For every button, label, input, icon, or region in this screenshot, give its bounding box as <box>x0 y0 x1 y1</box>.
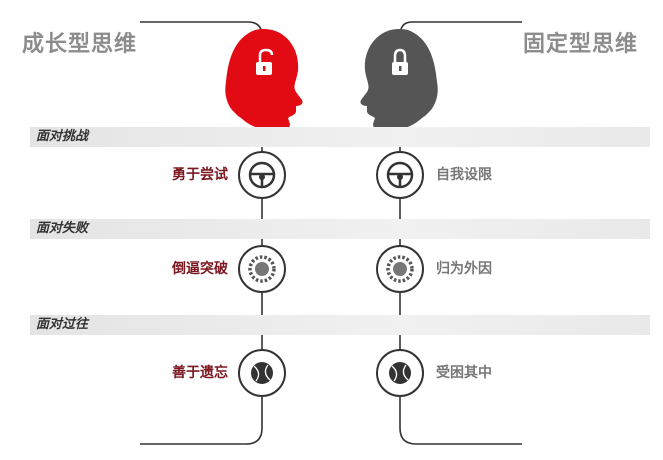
growth-head <box>225 29 303 130</box>
section-label: 面对过往 <box>36 317 89 332</box>
section-band <box>30 127 650 147</box>
growth-item-label: 倒逼突破 <box>172 261 228 277</box>
top-connectors <box>140 21 522 37</box>
ball-icon <box>238 349 286 397</box>
icon-nodes <box>238 151 424 397</box>
fixed-head <box>360 29 438 130</box>
fixed-mindset-title: 固定型思维 <box>523 32 639 57</box>
growth-item-label: 勇于尝试 <box>172 167 228 183</box>
fixed-item-label: 归为外因 <box>436 261 492 277</box>
section-band <box>30 219 650 239</box>
section-band <box>30 315 650 335</box>
fixed-item-label: 受困其中 <box>436 365 492 381</box>
unlocked-padlock-icon <box>256 48 274 75</box>
section-label: 面对失败 <box>36 221 89 236</box>
fixed-item-label: 自我设限 <box>436 167 492 183</box>
gear-icon <box>376 245 424 293</box>
head-silhouette <box>225 29 303 130</box>
steering-wheel-icon <box>376 151 424 199</box>
section-label: 面对挑战 <box>36 129 89 144</box>
growth-mindset-title: 成长型思维 <box>22 32 138 57</box>
growth-item-label: 善于遗忘 <box>172 365 228 381</box>
locked-padlock-icon <box>392 48 408 75</box>
ball-icon <box>376 349 424 397</box>
steering-wheel-icon <box>238 151 286 199</box>
gear-icon <box>238 245 286 293</box>
head-silhouette <box>360 29 438 130</box>
